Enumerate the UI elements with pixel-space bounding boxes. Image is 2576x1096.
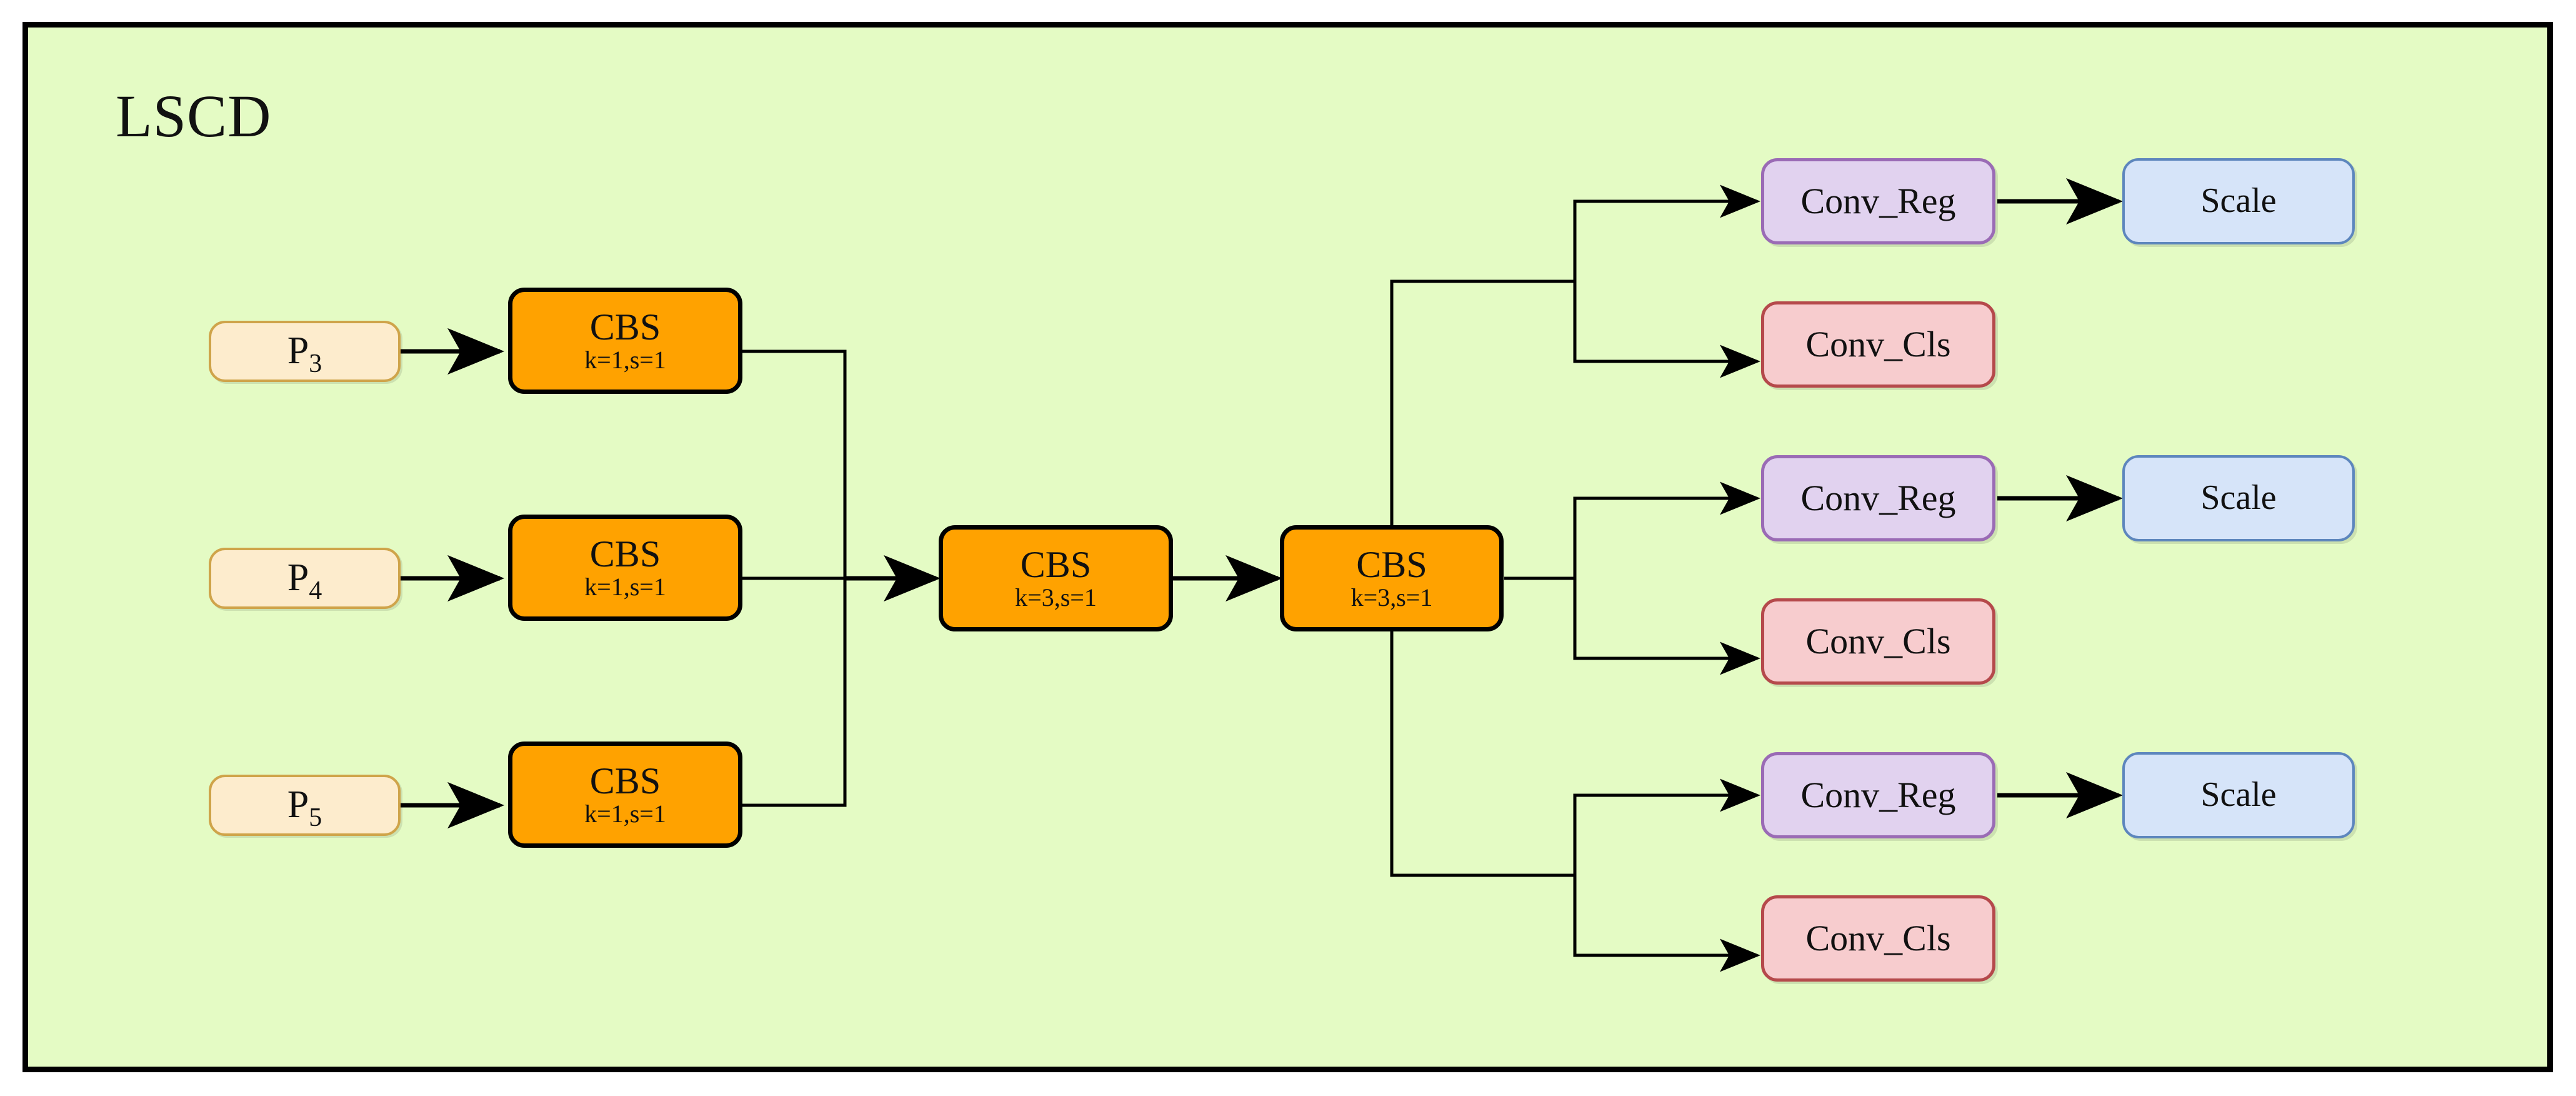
scale-head-1[interactable]: Scale [2122,158,2355,244]
scale-head-3[interactable]: Scale [2122,752,2355,838]
cbs-trunk-2-params: k=3,s=1 [1350,583,1433,612]
conv-reg-head-2[interactable]: Conv_Reg [1761,455,1995,541]
cbs-lateral-3[interactable]: CBS k=1,s=1 [508,742,742,848]
cbs-trunk-2-title: CBS [1356,544,1427,585]
scale-head-2[interactable]: Scale [2122,455,2355,541]
scale-head-3-label: Scale [2200,775,2277,815]
cbs-lateral-3-title: CBS [589,760,661,802]
cbs-lateral-2[interactable]: CBS k=1,s=1 [508,515,742,621]
conv-cls-head-3[interactable]: Conv_Cls [1761,895,1995,982]
cbs-lateral-2-title: CBS [589,533,661,575]
conv-cls-head-1[interactable]: Conv_Cls [1761,301,1995,388]
cbs-trunk-1-params: k=3,s=1 [1015,583,1097,612]
input-node-p3[interactable]: P3 [209,321,401,382]
conv-cls-head-3-label: Conv_Cls [1805,918,1951,959]
cbs-lateral-2-params: k=1,s=1 [584,573,666,601]
cbs-lateral-1-title: CBS [589,306,661,348]
scale-head-1-label: Scale [2200,181,2277,221]
page-title: LSCD [116,83,272,149]
conv-reg-head-3[interactable]: Conv_Reg [1761,752,1995,838]
input-label-p5: P5 [287,783,322,833]
input-node-p4[interactable]: P4 [209,548,401,609]
conv-reg-head-1-label: Conv_Reg [1800,181,1956,222]
cbs-trunk-1-title: CBS [1020,544,1092,585]
conv-cls-head-1-label: Conv_Cls [1805,324,1951,365]
conv-cls-head-2[interactable]: Conv_Cls [1761,598,1995,685]
input-label-p3: P3 [287,329,322,379]
cbs-trunk-1[interactable]: CBS k=3,s=1 [939,525,1173,631]
input-node-p5[interactable]: P5 [209,775,401,836]
cbs-trunk-2[interactable]: CBS k=3,s=1 [1280,525,1504,631]
cbs-lateral-3-params: k=1,s=1 [584,800,666,828]
conv-reg-head-2-label: Conv_Reg [1800,478,1956,519]
cbs-lateral-1[interactable]: CBS k=1,s=1 [508,288,742,394]
conv-cls-head-2-label: Conv_Cls [1805,621,1951,662]
conv-reg-head-1[interactable]: Conv_Reg [1761,158,1995,244]
cbs-lateral-1-params: k=1,s=1 [584,346,666,375]
conv-reg-head-3-label: Conv_Reg [1800,775,1956,816]
scale-head-2-label: Scale [2200,478,2277,518]
input-label-p4: P4 [287,556,322,606]
